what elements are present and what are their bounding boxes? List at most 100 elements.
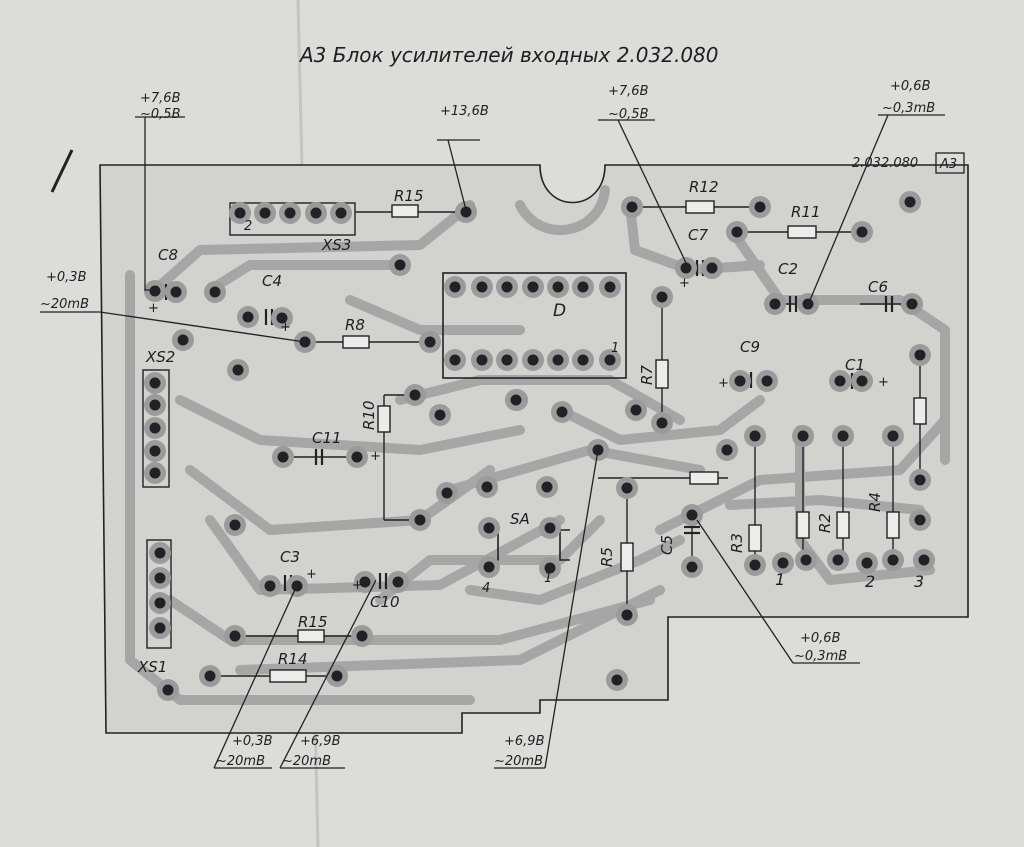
svg-text:+: + — [306, 567, 317, 582]
resistor-r12 — [685, 200, 715, 214]
pad-hole — [802, 298, 814, 310]
pen-mark — [50, 149, 74, 193]
pad-hole — [310, 207, 322, 219]
pad-hole — [856, 226, 868, 238]
pad-hole — [501, 354, 513, 366]
board-code: 2.032.080 — [852, 156, 918, 171]
pad-hole — [481, 481, 493, 493]
pad-hole — [577, 354, 589, 366]
pad-hole — [277, 451, 289, 463]
pad-hole — [483, 522, 495, 534]
pad-hole — [335, 207, 347, 219]
pad-hole — [734, 375, 746, 387]
pad-hole — [149, 377, 161, 389]
label-r15-bottom: R15 — [298, 613, 328, 631]
pad-hole — [149, 467, 161, 479]
label-r10: R10 — [360, 400, 378, 430]
pad-hole — [510, 394, 522, 406]
pad-hole — [414, 514, 426, 526]
label-d: D — [553, 301, 566, 321]
pad-hole — [356, 630, 368, 642]
pad-hole — [626, 201, 638, 213]
pad-hole — [449, 354, 461, 366]
pad-hole — [630, 404, 642, 416]
pad-hole — [234, 207, 246, 219]
pad-hole — [229, 630, 241, 642]
label-c10: C10 — [370, 593, 400, 611]
callout-3-ac: ~0,5В — [608, 107, 649, 122]
callout-2-dc: +13,6В — [440, 104, 489, 119]
pin-sa-1: 1 — [544, 571, 552, 586]
pad-hole — [914, 474, 926, 486]
board-tag: А3 — [939, 157, 957, 172]
pad-hole — [834, 375, 846, 387]
pad-hole — [777, 557, 789, 569]
callout-1-ac: ~0,5В — [140, 107, 181, 122]
pad-hole — [749, 430, 761, 442]
callouts: +7,6В ~0,5В +13,6В +7,6В ~0,5В +0,6В ~0,… — [40, 79, 935, 769]
pin-labels: 2 1 4 1 1 2 3 — [244, 219, 924, 596]
copper-tracks — [125, 185, 950, 705]
pad-hole — [556, 406, 568, 418]
resistor-r14 — [269, 669, 307, 683]
pad-hole — [761, 375, 773, 387]
xs2-connector — [142, 369, 170, 488]
pad-hole — [232, 364, 244, 376]
label-r4: R4 — [866, 492, 884, 512]
label-xs1: XS1 — [137, 658, 167, 676]
label-r15-top: R15 — [394, 187, 424, 205]
callout-9-ac: ~20mВ — [282, 754, 331, 769]
pad-hole — [501, 281, 513, 293]
pad-hole — [754, 201, 766, 213]
polarity-marks: +++ +++ ++ — [148, 276, 889, 593]
pad-hole — [914, 349, 926, 361]
pad-hole — [686, 561, 698, 573]
pad-hole — [527, 354, 539, 366]
label-r2: R2 — [816, 513, 834, 533]
pad-hole — [409, 389, 421, 401]
pad-hole — [544, 562, 556, 574]
label-c11: C11 — [312, 429, 342, 447]
pad-hole — [149, 399, 161, 411]
pad-hole — [209, 286, 221, 298]
pad-hole — [242, 311, 254, 323]
callout-9-dc: +6,9В — [300, 734, 341, 749]
pad-hole — [149, 445, 161, 457]
pad-hole — [154, 547, 166, 559]
switch-sa-right — [559, 529, 570, 561]
label-r3: R3 — [728, 533, 746, 553]
callout-3-dc: +7,6В — [608, 84, 649, 99]
pad-hole — [604, 354, 616, 366]
pad-hole — [656, 417, 668, 429]
pad-hole — [832, 554, 844, 566]
resistor-r-right — [913, 397, 927, 425]
output-1: 1 — [775, 570, 785, 589]
svg-text:+: + — [679, 276, 690, 291]
label-c4: C4 — [262, 272, 282, 290]
label-c3: C3 — [280, 548, 300, 566]
pad-hole — [424, 336, 436, 348]
pad-hole — [797, 430, 809, 442]
pad-hole — [904, 196, 916, 208]
svg-text:+: + — [280, 320, 291, 335]
component-labels: XS3 XS2 XS1 D SA R15 R12 R11 R8 R10 R7 R… — [137, 178, 888, 676]
pad-hole — [149, 285, 161, 297]
pad-hole — [541, 481, 553, 493]
pad-hole — [460, 206, 472, 218]
resistor-r2b — [836, 511, 850, 539]
resistor-r15-bottom — [297, 629, 325, 643]
callout-5-ac: ~20mВ — [40, 297, 89, 312]
callout-6-dc: +0,6В — [800, 631, 841, 646]
pad-hole — [170, 286, 182, 298]
resistor-r15-top — [391, 204, 419, 218]
pad-hole — [177, 334, 189, 346]
label-c6: C6 — [868, 278, 888, 296]
callout-leaders — [40, 114, 945, 769]
pad-hole — [204, 670, 216, 682]
callout-1-dc: +7,6В — [140, 91, 181, 106]
pad-hole — [837, 430, 849, 442]
callout-8-ac: ~20mВ — [216, 754, 265, 769]
label-c5: C5 — [658, 535, 676, 555]
pad-hole — [162, 684, 174, 696]
resistor-r5 — [620, 542, 634, 572]
